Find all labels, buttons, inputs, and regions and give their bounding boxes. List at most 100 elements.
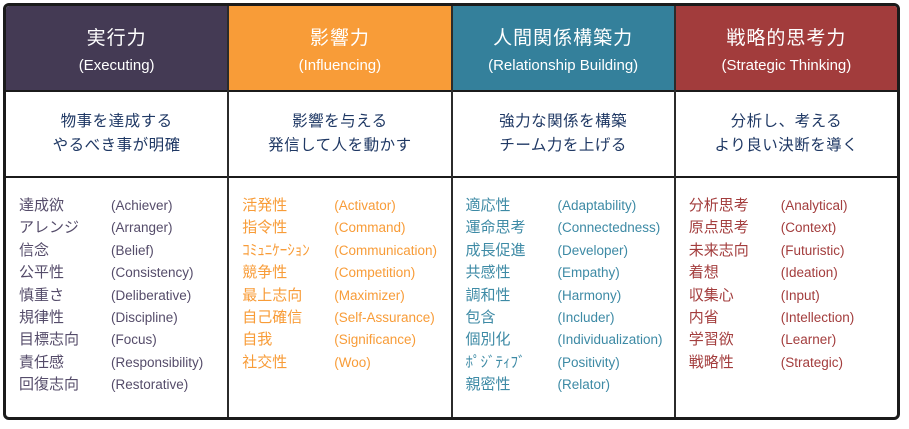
strength-name-en: (Input) bbox=[780, 287, 820, 303]
strength-item: 親密性(Relator) bbox=[466, 374, 670, 396]
strength-item: 競争性(Competition) bbox=[242, 262, 446, 284]
strength-name-ja: 自我 bbox=[242, 331, 273, 349]
column-description-relationship-building: 強力な関係を構築 チーム力を上げる bbox=[452, 92, 674, 178]
strength-name-ja: 着想 bbox=[688, 264, 719, 282]
description-line: 物事を達成する bbox=[60, 113, 173, 130]
strength-name-en: (Futuristic) bbox=[780, 242, 845, 258]
strength-name-ja: 運命思考 bbox=[465, 219, 526, 237]
strength-item: ｺﾐｭﾆｹｰｼｮﾝ (Communication) bbox=[242, 240, 446, 262]
strength-name-en: (Responsibility) bbox=[111, 354, 204, 370]
column-title-ja: 人間関係構築力 bbox=[493, 27, 634, 49]
strength-item: 戦略性(Strategic) bbox=[689, 352, 893, 374]
strength-list-executing: 達成欲(Achiever)アレンジ(Arranger)信念(Belief)公平性… bbox=[6, 178, 227, 417]
strength-name-ja: 適応性 bbox=[465, 197, 511, 214]
description-line: より良い決断を導く bbox=[714, 137, 859, 154]
strength-item: 共感性(Empathy) bbox=[466, 262, 670, 284]
strengths-domains-table: 実行力 (Executing) 物事を達成する やるべき事が明確 達成欲(Ach… bbox=[3, 3, 900, 420]
strength-list-strategic-thinking: 分析思考(Analytical)原点思考(Context) 未来志向 (Futuri… bbox=[676, 178, 897, 417]
strength-item: 達成欲(Achiever) bbox=[19, 195, 223, 217]
strength-item: 責任感 (Responsibility) bbox=[19, 352, 223, 374]
column-title-ja: 影響力 bbox=[309, 27, 370, 49]
strength-item: 公平性 (Consistency) bbox=[19, 262, 223, 284]
strength-name-ja: 成長促進 bbox=[465, 241, 526, 259]
strength-name-ja: 慎重さ bbox=[19, 286, 65, 304]
strength-item: 原点思考(Context) bbox=[689, 217, 893, 239]
strength-name-en: (Self-Assurance) bbox=[334, 310, 435, 326]
strength-name-ja: 学習欲 bbox=[688, 331, 734, 349]
strength-name-en: (Ideation) bbox=[780, 265, 838, 281]
strength-name-ja: 指令性 bbox=[242, 219, 288, 237]
strength-name-en: (Competition) bbox=[334, 265, 416, 281]
column-strategic-thinking: 戦略的思考力 (Strategic Thinking) 分析し、考える より良い… bbox=[673, 6, 897, 417]
strength-name-ja: 公平性 bbox=[19, 264, 65, 282]
strength-item: 回復志向(Restorative) bbox=[19, 374, 223, 396]
strength-name-en: (Includer) bbox=[557, 310, 615, 326]
strength-name-en: (Analytical) bbox=[780, 198, 848, 213]
strength-name-ja: 個別化 bbox=[465, 331, 511, 349]
strength-item: 内省 (Intellection) bbox=[689, 307, 893, 329]
strength-item: ﾎﾟｼﾞﾃｨﾌﾞ (Positivity) bbox=[466, 352, 670, 374]
strength-name-ja: アレンジ bbox=[19, 219, 80, 237]
strength-name-en: (Positivity) bbox=[557, 354, 620, 370]
strength-item: 収集心 (Input) bbox=[689, 285, 893, 307]
strength-name-ja: ｺﾐｭﾆｹｰｼｮﾝ bbox=[242, 241, 310, 259]
strength-item: 適応性(Adaptability) bbox=[466, 195, 670, 217]
description-line: 分析し、考える bbox=[730, 113, 843, 130]
strength-name-ja: 収集心 bbox=[688, 286, 734, 304]
strength-name-en: (Deliberative) bbox=[111, 287, 192, 303]
strength-name-ja: 自己確信 bbox=[242, 309, 303, 327]
strength-name-en: (Learner) bbox=[780, 332, 837, 348]
strength-name-en: (Focus) bbox=[111, 332, 157, 348]
strength-name-ja: 最上志向 bbox=[242, 286, 303, 304]
strength-name-en: (Discipline) bbox=[111, 310, 178, 326]
column-description-strategic-thinking: 分析し、考える より良い決断を導く bbox=[675, 92, 897, 178]
strength-name-en: (Significance) bbox=[334, 332, 417, 348]
strength-name-en: (Consistency) bbox=[111, 265, 194, 281]
description-line: 影響を与える bbox=[292, 113, 388, 130]
strength-name-ja: 内省 bbox=[688, 309, 719, 327]
strength-name-en: (Arranger) bbox=[111, 220, 173, 236]
strength-list-relationship-building: 適応性(Adaptability) 運命思考 (Connectedness) 成長促進… bbox=[453, 178, 674, 417]
column-relationship-building: 人間関係構築力 (Relationship Building) 強力な関係を構築… bbox=[450, 6, 674, 417]
strength-name-ja: 責任感 bbox=[19, 353, 65, 371]
description-line: 強力な関係を構築 bbox=[499, 113, 628, 130]
strength-item: 未来志向 (Futuristic) bbox=[689, 240, 893, 262]
strength-item: アレンジ (Arranger) bbox=[19, 217, 223, 239]
column-title-en: (Relationship Building) bbox=[488, 56, 639, 74]
strength-name-en: (Strategic) bbox=[780, 354, 844, 370]
strength-item: 慎重さ (Deliberative) bbox=[19, 285, 223, 307]
strength-name-en: (Relator) bbox=[557, 377, 611, 393]
strength-item: 成長促進(Developer) bbox=[466, 240, 670, 262]
column-title-en: (Executing) bbox=[78, 56, 155, 74]
strength-item: 最上志向(Maximizer) bbox=[242, 285, 446, 307]
strength-name-ja: 規律性 bbox=[19, 309, 65, 327]
strength-item: 自我 (Significance) bbox=[242, 329, 446, 351]
column-title-en: (Influencing) bbox=[298, 56, 382, 74]
column-header-relationship-building: 人間関係構築力 (Relationship Building) bbox=[452, 6, 674, 92]
strength-item: 指令性(Command) bbox=[242, 217, 446, 239]
strength-name-en: (Achiever) bbox=[111, 198, 173, 213]
strength-name-ja: 共感性 bbox=[465, 264, 511, 282]
column-title-ja: 実行力 bbox=[86, 27, 147, 49]
strength-item: 信念(Belief) bbox=[19, 240, 223, 262]
strength-item: 自己確信 (Self-Assurance) bbox=[242, 307, 446, 329]
strength-name-ja: 調和性 bbox=[465, 286, 511, 304]
strength-item: 社交性(Woo) bbox=[242, 352, 446, 374]
column-title-ja: 戦略的思考力 bbox=[726, 27, 847, 49]
strength-name-ja: 原点思考 bbox=[688, 219, 749, 237]
strength-name-ja: ﾎﾟｼﾞﾃｨﾌﾞ bbox=[465, 353, 526, 371]
strength-name-ja: 信念 bbox=[19, 241, 50, 259]
strength-item: 分析思考(Analytical) bbox=[689, 195, 893, 217]
strength-item: 目標志向 (Focus) bbox=[19, 329, 223, 351]
column-title-en: (Strategic Thinking) bbox=[721, 56, 852, 74]
strength-name-en: (Intellection) bbox=[780, 310, 855, 326]
description-line: やるべき事が明確 bbox=[52, 137, 181, 154]
strength-name-en: (Individualization) bbox=[557, 332, 663, 348]
strength-name-en: (Communication) bbox=[334, 242, 438, 258]
strength-item: 着想 (Ideation) bbox=[689, 262, 893, 284]
strength-name-ja: 未来志向 bbox=[688, 241, 749, 259]
column-header-strategic-thinking: 戦略的思考力 (Strategic Thinking) bbox=[675, 6, 897, 92]
strength-name-ja: 目標志向 bbox=[19, 331, 80, 349]
strength-name-en: (Connectedness) bbox=[557, 220, 661, 236]
strength-name-en: (Activator) bbox=[334, 198, 396, 213]
